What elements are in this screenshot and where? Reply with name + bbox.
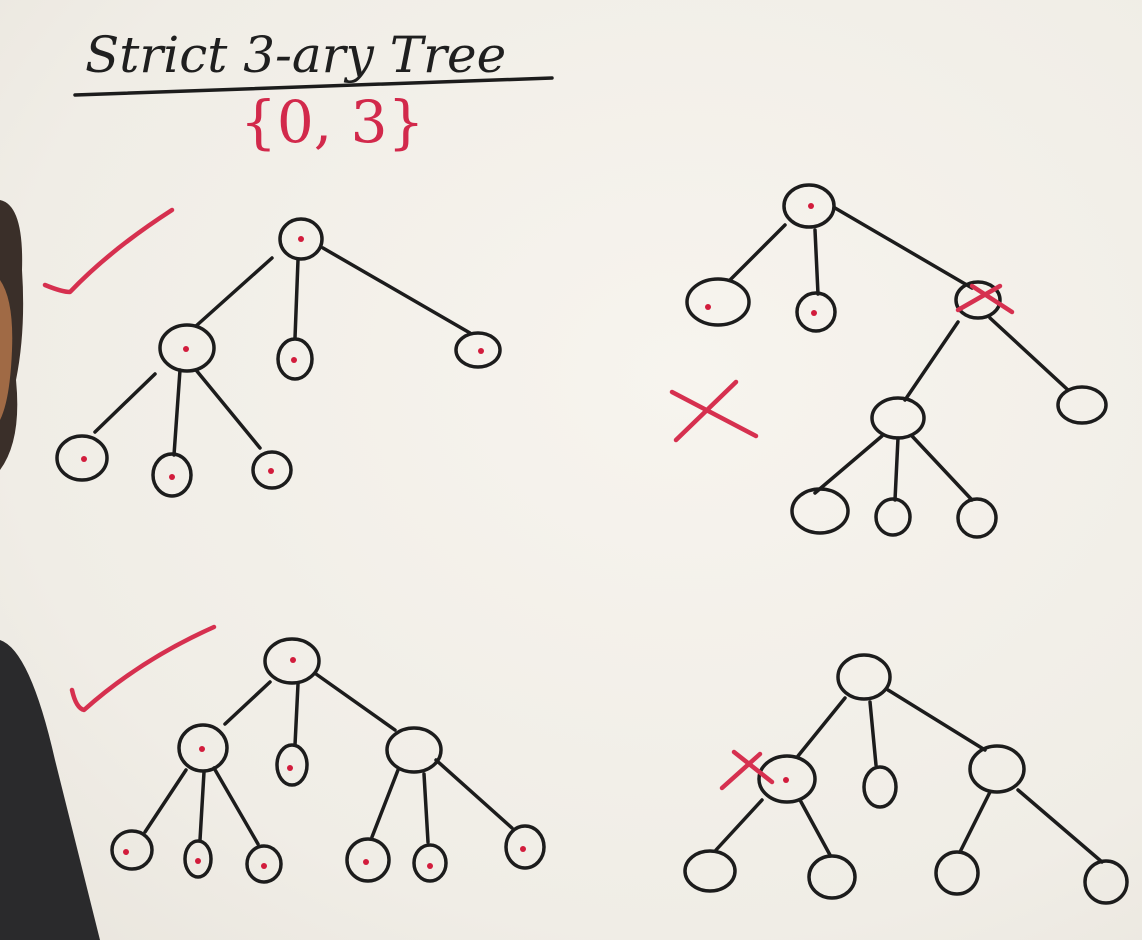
- title: Strict 3-ary Tree: [85, 26, 506, 84]
- check-mark: [42, 207, 175, 295]
- cross-mark-small: [955, 283, 1015, 315]
- cross-mark-small: [719, 749, 775, 791]
- degree-set: {0, 3}: [240, 88, 424, 156]
- tree-top-left: [42, 207, 502, 498]
- cross-mark: [669, 379, 759, 443]
- check-mark: [69, 624, 217, 713]
- title-underline: [73, 76, 554, 97]
- presenter-silhouette: [0, 200, 100, 940]
- tree-top-right: [669, 183, 1108, 539]
- tree-bottom-right: [683, 653, 1129, 905]
- tree-bottom-left: [69, 624, 546, 884]
